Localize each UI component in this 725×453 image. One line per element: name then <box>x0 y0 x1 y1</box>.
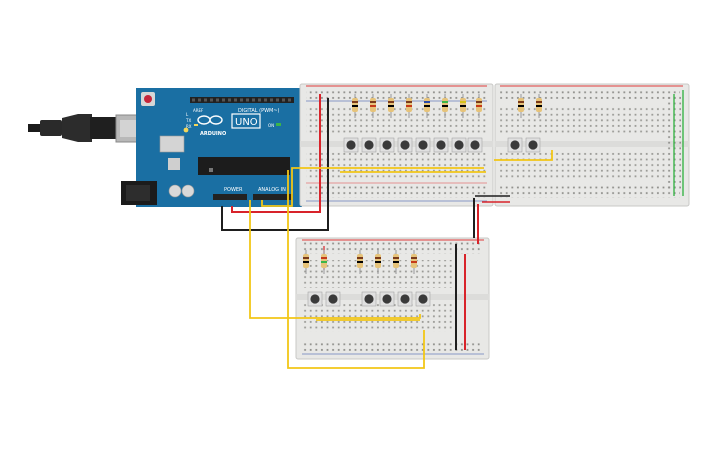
resistor[interactable] <box>460 94 466 118</box>
resistor[interactable] <box>424 94 430 118</box>
arduino-logo-icon <box>197 115 223 125</box>
resistor[interactable] <box>352 94 358 118</box>
resistor[interactable] <box>518 94 524 118</box>
resistors-bottom[interactable] <box>303 250 417 274</box>
push-button[interactable] <box>307 291 323 307</box>
push-button[interactable] <box>525 137 541 153</box>
resistor[interactable] <box>442 94 448 118</box>
push-button[interactable] <box>467 137 483 153</box>
resistor[interactable] <box>476 94 482 118</box>
l-label: L <box>186 112 189 117</box>
resistor[interactable] <box>393 250 399 274</box>
push-button[interactable] <box>507 137 523 153</box>
push-button[interactable] <box>433 137 449 153</box>
tx-label: TX <box>185 118 191 123</box>
push-button[interactable] <box>361 291 377 307</box>
resistor[interactable] <box>375 250 381 274</box>
breadboard-top-right[interactable] <box>494 83 690 207</box>
resistor[interactable] <box>321 250 327 274</box>
crystal <box>159 135 185 153</box>
push-button[interactable] <box>415 291 431 307</box>
push-button[interactable] <box>379 137 395 153</box>
resistor[interactable] <box>370 94 376 118</box>
signal-wires[interactable] <box>249 150 553 369</box>
brand-label: ARDUINO <box>200 131 226 137</box>
push-button[interactable] <box>325 291 341 307</box>
resistor[interactable] <box>303 250 309 274</box>
resistor[interactable] <box>388 94 394 118</box>
atmega-chip <box>198 157 290 175</box>
push-button[interactable] <box>379 291 395 307</box>
power-label: POWER <box>224 187 243 193</box>
resistor[interactable] <box>536 94 542 118</box>
resistor[interactable] <box>411 250 417 274</box>
resistor[interactable] <box>406 94 412 118</box>
buttons-bottom[interactable] <box>307 291 431 307</box>
push-button[interactable] <box>361 137 377 153</box>
model-label: UNO <box>235 117 258 128</box>
push-button[interactable] <box>397 291 413 307</box>
aref-label: AREF <box>193 108 204 113</box>
analog-label: ANALOG IN <box>258 187 286 193</box>
push-button[interactable] <box>397 137 413 153</box>
rx-label: RX <box>186 124 192 129</box>
push-button[interactable] <box>415 137 431 153</box>
buttons-top[interactable] <box>343 137 541 153</box>
resistor[interactable] <box>357 250 363 274</box>
push-button[interactable] <box>451 137 467 153</box>
digital-label: DIGITAL (PWM~) <box>238 108 280 114</box>
on-label: ON <box>268 123 274 128</box>
push-button[interactable] <box>343 137 359 153</box>
resistors-top[interactable] <box>352 94 542 118</box>
arduino-uno-board[interactable]: DIGITAL (PWM~) AREF ARDUINO UNO ON TX RX… <box>121 88 306 207</box>
